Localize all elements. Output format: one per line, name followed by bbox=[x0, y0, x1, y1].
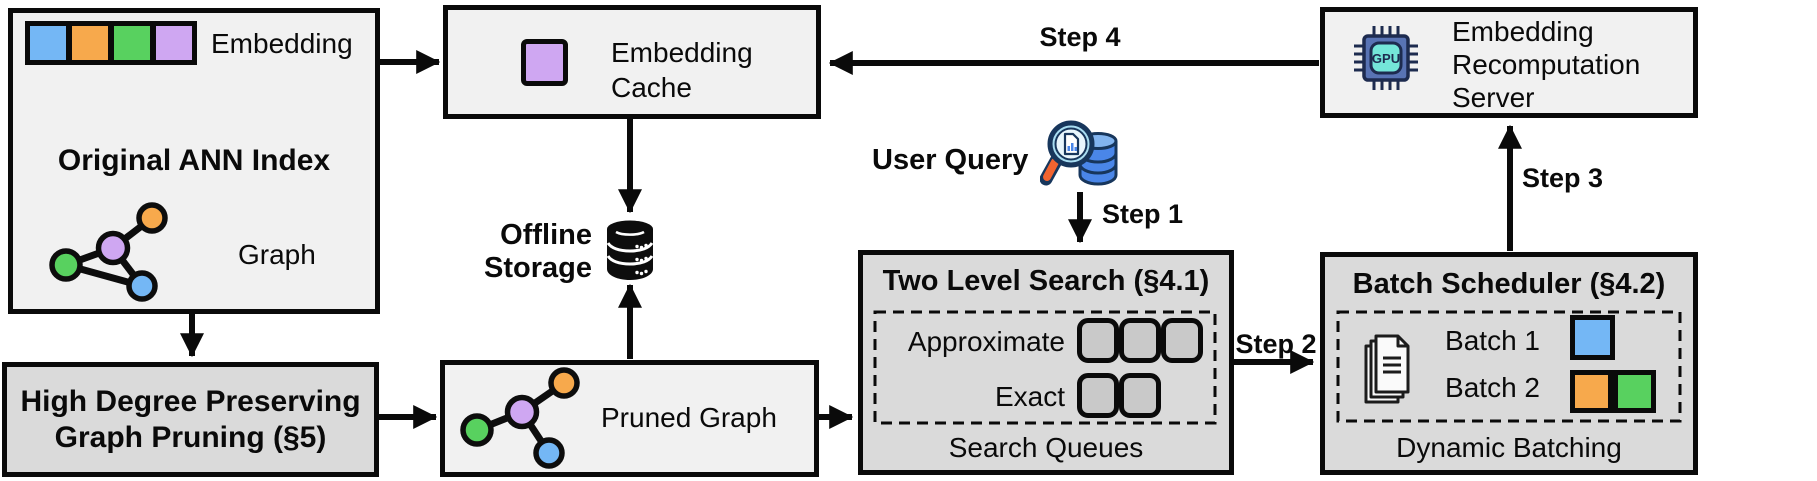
user-query-label: User Query bbox=[872, 144, 1029, 176]
embedding-label: Embedding bbox=[211, 28, 353, 59]
query-search-database-icon bbox=[1040, 120, 1118, 186]
step3-label: Step 3 bbox=[1522, 163, 1604, 193]
exact-queue-slot bbox=[1077, 373, 1119, 418]
embedding-cache-box bbox=[443, 5, 821, 119]
batch2-orange-swatch bbox=[1570, 370, 1613, 413]
database-icon bbox=[606, 220, 654, 280]
two-level-search-title: Two Level Search (§4.1) bbox=[882, 265, 1210, 297]
embedding-cell-green bbox=[114, 26, 150, 60]
search-queues-caption: Search Queues bbox=[948, 432, 1144, 463]
documents-icon bbox=[1364, 334, 1410, 404]
approximate-queue-slot bbox=[1119, 318, 1161, 363]
batch1-label: Batch 1 bbox=[1445, 325, 1540, 356]
approximate-label: Approximate bbox=[907, 326, 1065, 357]
graph-icon bbox=[49, 202, 168, 302]
ann-index-title: Original ANN Index bbox=[57, 144, 331, 177]
recomputation-server-label: Embedding Recomputation Server bbox=[1452, 15, 1640, 114]
offline-storage-line1: Offline bbox=[500, 219, 592, 251]
batch1-blue-swatch bbox=[1570, 315, 1615, 360]
graph-pruning-line1: High Degree Preserving bbox=[20, 385, 361, 418]
dynamic-batching-caption: Dynamic Batching bbox=[1396, 432, 1622, 463]
step2-label: Step 2 bbox=[1235, 329, 1317, 359]
recomputation-server-line2: Recomputation bbox=[1452, 49, 1641, 80]
graph-pruning-title: High Degree Preserving Graph Pruning (§5… bbox=[2, 384, 379, 456]
cached-embedding-swatch bbox=[521, 39, 568, 86]
embedding-cell-blue bbox=[30, 26, 66, 60]
recomputation-server-line1: Embedding bbox=[1452, 16, 1594, 47]
embedding-cell-orange bbox=[72, 26, 108, 60]
pruned-graph-box bbox=[440, 360, 819, 477]
step4-label: Step 4 bbox=[1039, 22, 1121, 52]
approximate-queue-slot bbox=[1077, 318, 1119, 363]
embedding-cache-line2: Cache bbox=[611, 72, 692, 103]
offline-storage-label: Offline Storage bbox=[462, 219, 592, 285]
approximate-queue-slot bbox=[1161, 318, 1203, 363]
batch2-label: Batch 2 bbox=[1445, 372, 1540, 403]
embedding-cache-label: Embedding Cache bbox=[611, 35, 753, 105]
graph-label: Graph bbox=[238, 239, 316, 270]
gpu-label: GPU bbox=[1372, 51, 1400, 66]
exact-queue-slot bbox=[1119, 373, 1161, 418]
graph-pruning-line2: Graph Pruning (§5) bbox=[54, 421, 327, 454]
pruned-graph-label: Pruned Graph bbox=[601, 402, 777, 433]
graph-pruning-box bbox=[2, 362, 379, 477]
exact-label: Exact bbox=[994, 381, 1065, 412]
batch-scheduler-title: Batch Scheduler (§4.2) bbox=[1352, 268, 1666, 300]
embedding-cache-line1: Embedding bbox=[611, 37, 753, 68]
embedding-vector-icon bbox=[25, 21, 197, 65]
pruned-graph-icon bbox=[460, 367, 580, 469]
offline-storage-line2: Storage bbox=[484, 252, 592, 284]
recomputation-server-line3: Server bbox=[1452, 82, 1535, 113]
gpu-chip-icon: GPU bbox=[1354, 26, 1418, 90]
step1-label: Step 1 bbox=[1102, 199, 1184, 229]
embedding-cell-purple bbox=[156, 26, 192, 60]
batch2-green-swatch bbox=[1613, 370, 1656, 413]
